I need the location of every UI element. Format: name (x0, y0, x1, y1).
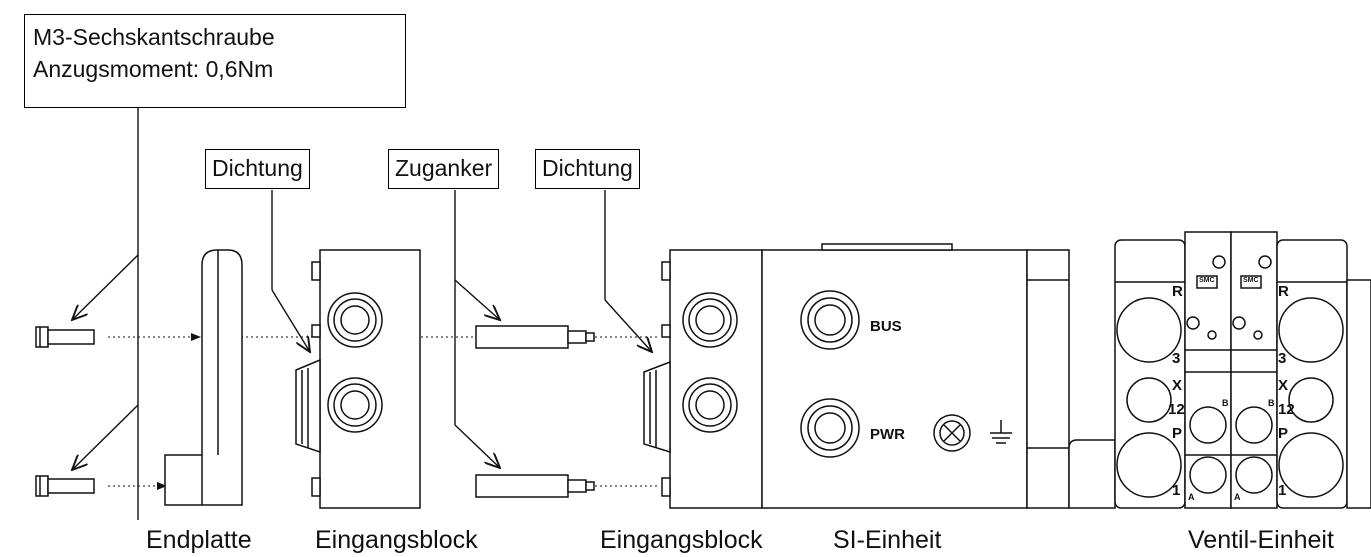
screw-type-label: M3-Sechskantschraube (33, 24, 275, 50)
port-12-left: 12 (1168, 401, 1185, 418)
port-r-left: R (1172, 283, 1183, 300)
caption-si-unit: SI-Einheit (833, 526, 942, 554)
input-block-2-part (643, 249, 763, 509)
port-3-right: 3 (1278, 350, 1287, 367)
port-12-right: 12 (1278, 401, 1295, 418)
hex-screw-bottom (35, 475, 95, 497)
port-r-right: R (1278, 283, 1289, 300)
port-p-left: P (1172, 425, 1183, 442)
smc-badge-left: SMC (1199, 277, 1215, 284)
caption-end-plate: Endplatte (146, 526, 252, 554)
tie-rod-bottom (475, 474, 595, 498)
port-a-right: A (1234, 492, 1241, 502)
port-b-right: B (1268, 398, 1275, 408)
port-p-right: P (1278, 425, 1289, 442)
end-plate-part (164, 249, 243, 506)
torque-label: Anzugsmoment: 0,6Nm (33, 56, 274, 82)
alignment-lines (108, 333, 660, 490)
tie-rod-top (475, 325, 595, 349)
port-1-left: 1 (1172, 482, 1181, 499)
hex-screw-top (35, 326, 95, 348)
port-x-right: X (1278, 377, 1289, 394)
port-1-right: 1 (1278, 482, 1287, 499)
port-a-left: A (1188, 492, 1195, 502)
bus-label: BUS (870, 318, 902, 335)
port-b-left: B (1222, 398, 1229, 408)
tie-rod-callout: Zuganker (388, 149, 500, 189)
port-3-left: 3 (1172, 350, 1181, 367)
port-x-left: X (1172, 377, 1183, 394)
caption-input-block-1: Eingangsblock (315, 526, 478, 554)
valve-unit-part (1068, 231, 1371, 509)
caption-input-block-2: Eingangsblock (600, 526, 763, 554)
seal-callout-left: Dichtung (205, 149, 310, 189)
seal-callout-right: Dichtung (535, 149, 640, 189)
leader-lines (72, 108, 652, 520)
input-block-1-part (295, 249, 421, 509)
smc-badge-right: SMC (1243, 277, 1259, 284)
screw-callout: M3-Sechskantschraube Anzugsmoment: 0,6Nm (24, 14, 406, 108)
pwr-label: PWR (870, 426, 905, 443)
si-unit-part (761, 243, 1070, 509)
caption-valve-unit: Ventil-Einheit (1188, 526, 1334, 554)
